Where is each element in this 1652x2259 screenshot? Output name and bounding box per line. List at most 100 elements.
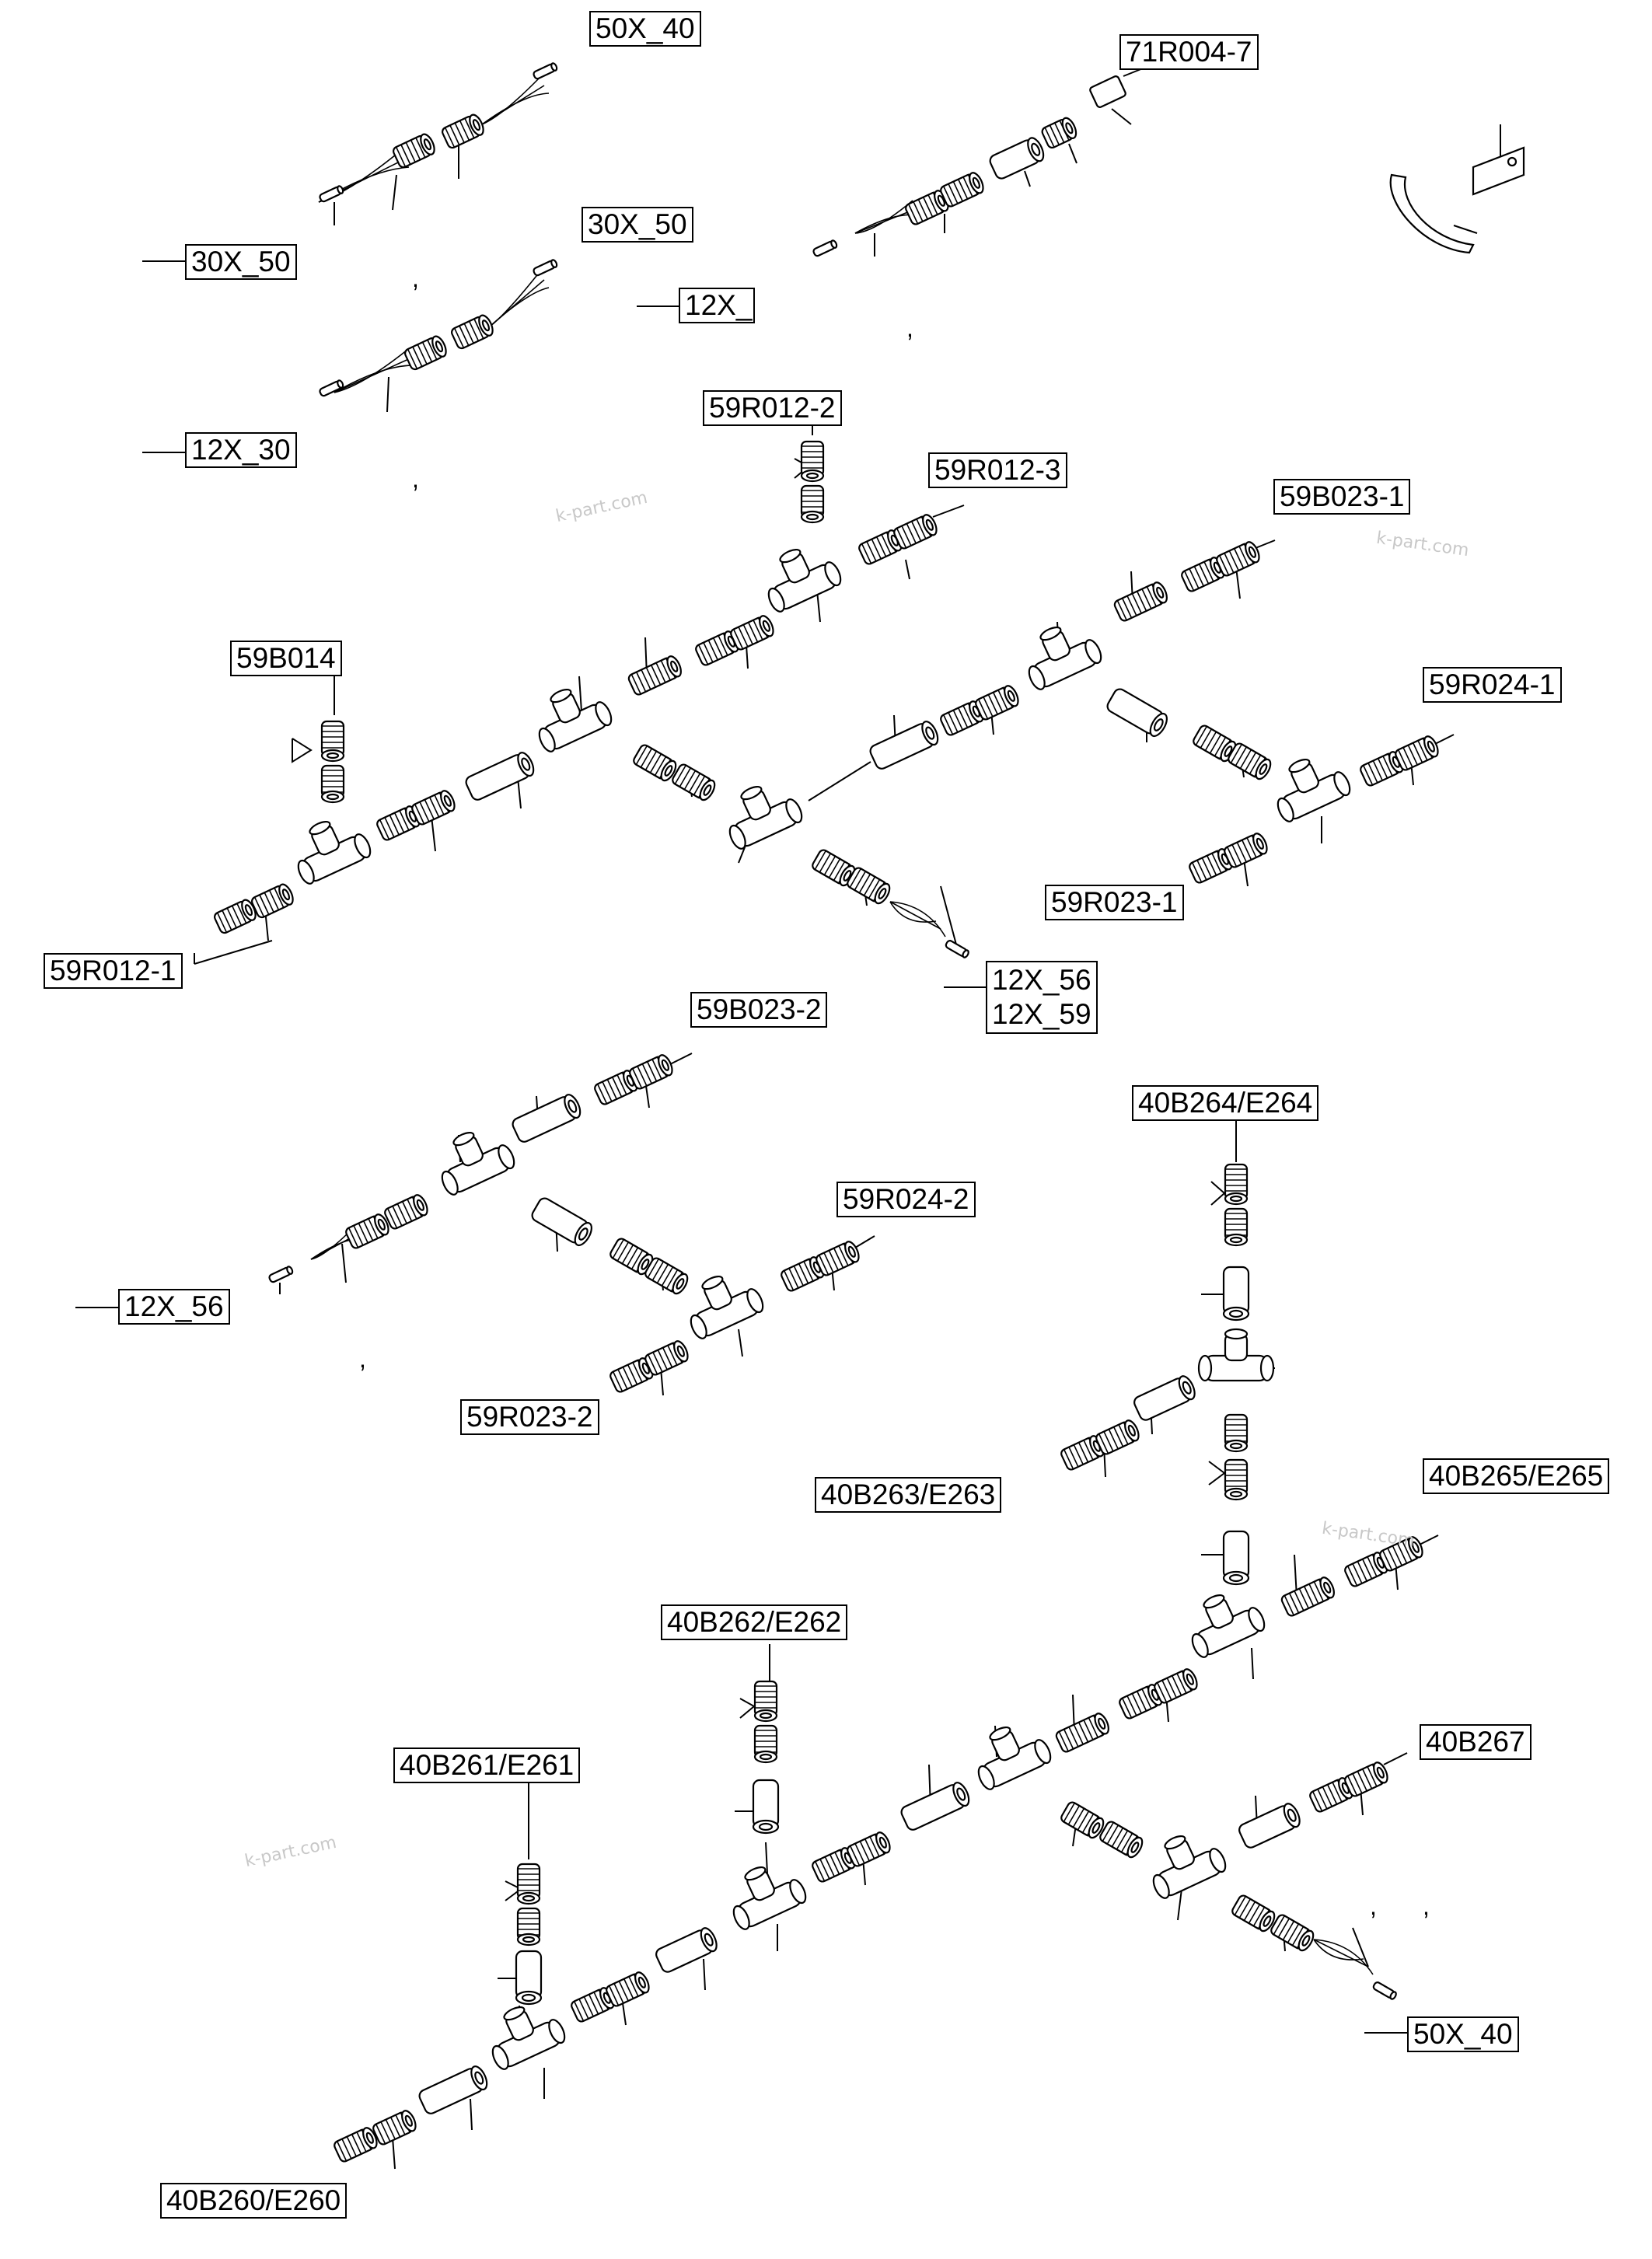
seal-59r012-2-a [800, 440, 825, 483]
sleeve-hole [956, 1787, 966, 1801]
tee-branch-end [701, 1275, 724, 1290]
seal-rib [1058, 1731, 1069, 1752]
seal-hole [1256, 837, 1264, 850]
seal-rib [824, 1856, 835, 1877]
seal-rib [649, 753, 662, 773]
seal-rib [1131, 1693, 1142, 1714]
seal-rib [657, 1349, 668, 1370]
seal-rib [742, 624, 753, 645]
tee-branch-end [550, 688, 572, 704]
seal-rib [1284, 1595, 1294, 1616]
tee-end [1028, 665, 1046, 690]
seal-40b262-b [753, 1724, 778, 1764]
pin-end [550, 62, 558, 72]
seal-rib [348, 1227, 359, 1248]
seal-rib [616, 1074, 627, 1095]
seal-rib [881, 534, 892, 555]
seal-rib [1397, 749, 1409, 770]
seal-rib [392, 1206, 403, 1227]
tee-40b267 [1152, 1835, 1227, 1899]
label-59b023-2: 59B023-2 [690, 992, 828, 1028]
label-12x56-b: 12X_56 [118, 1289, 230, 1325]
seal-hole [435, 340, 444, 353]
seal-59-o [644, 1257, 689, 1295]
seal-rib [621, 1244, 634, 1265]
leader-line [746, 644, 749, 669]
seal-hole [1301, 1935, 1311, 1947]
seal-59r012-1-b [251, 883, 294, 919]
seal-rib [656, 1263, 669, 1284]
mark-3: , [906, 314, 913, 342]
label-40b261: 40B261/E261 [393, 1747, 581, 1783]
seal-rib [1230, 743, 1242, 764]
seal-rib [588, 1994, 599, 2015]
seal-rib [783, 1270, 795, 1291]
seal-rib [660, 660, 671, 681]
seal-hole [481, 319, 491, 332]
seal-rib [1049, 124, 1060, 145]
seal-rib [1303, 1586, 1315, 1607]
seal-rib [859, 1841, 870, 1862]
seal-rib [1392, 1545, 1402, 1566]
seal-hole [1007, 690, 1015, 702]
tee-branch-end [1039, 626, 1062, 641]
seal-rib [611, 1077, 623, 1098]
seal-rib [1073, 1724, 1084, 1745]
seal-rib [1121, 1698, 1133, 1719]
seal-rib [819, 853, 832, 873]
tee-end [1152, 1873, 1170, 1899]
seal-hole [878, 888, 887, 899]
sleeve-59-b [869, 721, 939, 770]
seal-rib [1298, 1588, 1309, 1609]
seal-rib [1235, 746, 1248, 766]
seal-hole [972, 176, 980, 189]
seal-rib [1206, 855, 1217, 876]
seal-rib [400, 144, 411, 165]
tee-end [728, 824, 746, 850]
seal-rib [922, 197, 934, 218]
seal-hole [423, 138, 432, 151]
seal-rib [655, 662, 666, 683]
seal-rib [833, 861, 846, 882]
sleeve-hole [1153, 718, 1164, 731]
seal-rib [1063, 1729, 1074, 1750]
tee-end [767, 587, 785, 613]
tee-59b023-1 [1028, 626, 1102, 690]
seal-rib [1362, 765, 1374, 786]
label-71r004-7: 71R004-7 [1119, 34, 1259, 70]
seal-rib [654, 756, 667, 777]
label-40b265: 40B265/E265 [1423, 1458, 1610, 1494]
seal-rib [683, 770, 697, 791]
seal-40b263-b [1095, 1419, 1140, 1455]
leader-line [1068, 143, 1077, 164]
leader-line [808, 761, 871, 801]
tee-branch-end [740, 785, 763, 801]
seal-rib [1108, 1429, 1119, 1450]
label-59r024-2: 59R024-2 [836, 1182, 976, 1217]
seal-rib [647, 1258, 659, 1279]
leader-line [470, 2098, 473, 2131]
seal-rib [962, 176, 973, 197]
tee-end [1084, 639, 1102, 665]
label-40b262: 40B262/E262 [661, 1604, 848, 1640]
seal-rib [573, 2001, 585, 2022]
seal-rib [869, 1836, 880, 1857]
seal-rib [868, 878, 881, 899]
seal-40b-b [606, 1971, 650, 2007]
seal-59-d [695, 630, 739, 666]
seal-12x56b-b [384, 1194, 428, 1230]
seal-rib [907, 204, 919, 225]
seal-rib [459, 325, 470, 346]
seal-rib [1054, 122, 1065, 143]
seal-40b261-b [516, 1907, 541, 1947]
sleeve-hole [758, 1822, 774, 1831]
seal-hole [1259, 763, 1268, 775]
tee-59r024-1 [1277, 758, 1351, 822]
seal-rib [622, 1367, 633, 1388]
tee-branch-end [779, 548, 802, 564]
sleeve-hole [578, 1227, 589, 1241]
tee-end [1197, 1354, 1213, 1382]
leader-line [1453, 225, 1478, 234]
seal-rib [793, 1266, 804, 1287]
seal-rib [453, 327, 465, 348]
